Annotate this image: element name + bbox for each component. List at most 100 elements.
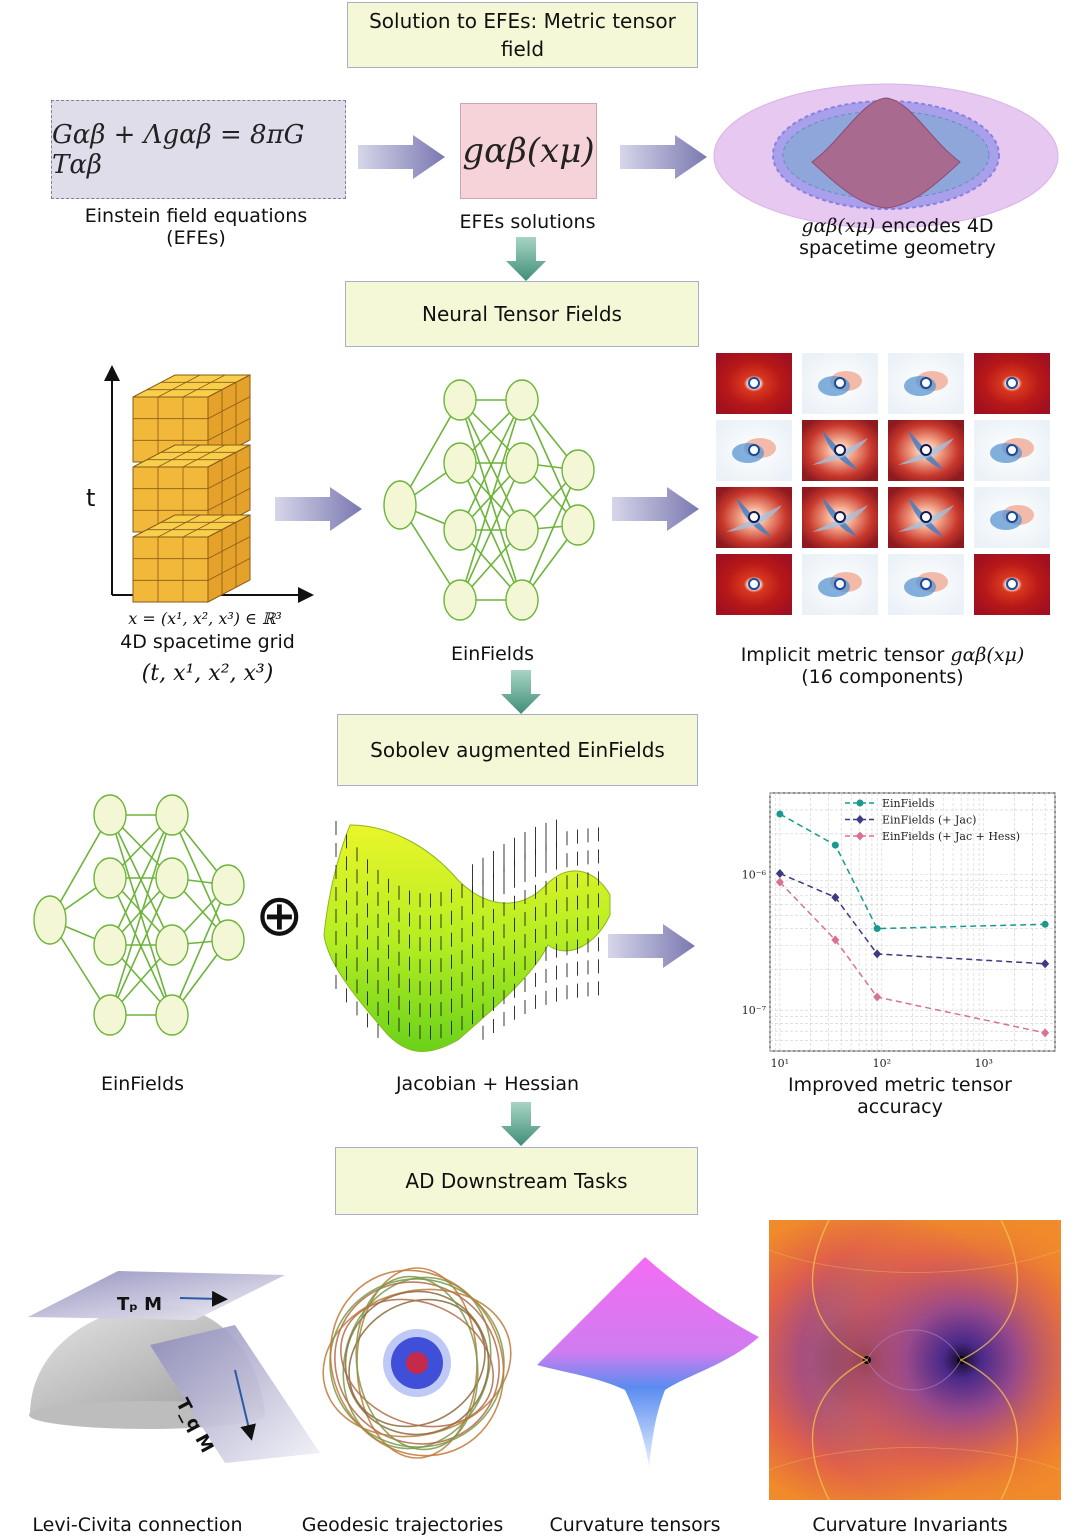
- geometry-caption-b: spacetime geometry: [799, 237, 996, 259]
- metric-lobe: [904, 376, 936, 396]
- metric-core: [920, 511, 932, 523]
- metric-core: [748, 377, 760, 389]
- legend-marker: [856, 815, 864, 824]
- geodesic-orbit: [334, 1281, 500, 1445]
- arrow-right-4: [612, 487, 699, 531]
- network-node: [443, 442, 477, 484]
- cube-gridline: [207, 536, 251, 560]
- data-point: [1041, 920, 1049, 928]
- data-point: [831, 935, 840, 945]
- invariants-caption: Curvature Invariants: [812, 1514, 1008, 1536]
- metric-core: [1006, 578, 1018, 590]
- geodesic-orbit: [348, 1298, 486, 1428]
- singularity: [406, 1352, 428, 1374]
- network-edge: [109, 814, 173, 946]
- network-node: [93, 924, 127, 966]
- arrow-down-1: [506, 237, 546, 281]
- jacobian-hessian-surface: [323, 819, 611, 1052]
- cube-gridline: [207, 487, 251, 511]
- cube-gridline: [207, 557, 251, 581]
- metric-components-grid: [716, 353, 1050, 615]
- data-point: [873, 925, 881, 933]
- x-formula: x = (x¹, x², x³) ∈ ℝ³: [128, 609, 282, 628]
- geometry-caption-math: gαβ(xμ): [801, 215, 876, 237]
- metric-core: [748, 578, 760, 590]
- header-neural: Neural Tensor Fields: [345, 281, 699, 347]
- series-line: [779, 881, 1046, 1034]
- network-edge: [459, 399, 523, 531]
- metric-core: [834, 444, 846, 456]
- x-tick-label: 10¹: [771, 1057, 789, 1070]
- curvature-tensors-image: [537, 1257, 759, 1467]
- data-point: [775, 877, 784, 887]
- einfields-network-diagram-2: [33, 794, 245, 1036]
- legend-marker: [856, 799, 864, 807]
- metric-core: [1006, 377, 1018, 389]
- geodesic-orbit: [344, 1290, 490, 1436]
- curvature-invariants-image: [768, 1219, 1062, 1501]
- metric-caption-math: gαβ(xμ): [950, 644, 1025, 666]
- network-node: [505, 509, 539, 551]
- arrow-down-3: [501, 1102, 541, 1146]
- solution-symbol: gαβ(xμ): [462, 131, 595, 171]
- network-node: [505, 579, 539, 621]
- metric-core: [920, 377, 932, 389]
- geometry-caption-a: encodes 4D: [875, 215, 994, 237]
- metric-lobe: [818, 577, 850, 597]
- header-ad-tasks: AD Downstream Tasks: [335, 1147, 698, 1215]
- network-edge: [459, 399, 523, 601]
- data-point: [873, 949, 882, 959]
- network-edge: [171, 884, 229, 1016]
- einfields-network-diagram: [383, 379, 595, 621]
- cube-gridline: [207, 396, 251, 420]
- header-sobolev: Sobolev augmented EinFields: [337, 714, 698, 786]
- arrow-right-1: [358, 135, 445, 179]
- legend-label: EinFields: [882, 797, 935, 810]
- plot-caption: Improved metric tensor accuracy: [740, 1074, 1060, 1118]
- network-node: [93, 857, 127, 899]
- cube-gridline: [157, 514, 201, 538]
- cube-gridline: [182, 444, 226, 468]
- cube-gridline: [207, 417, 251, 441]
- metric-core: [748, 511, 760, 523]
- data-point: [831, 841, 839, 849]
- einfields-caption: EinFields: [450, 643, 535, 665]
- plot-caption-line1: Improved metric tensor: [788, 1074, 1012, 1096]
- network-node: [155, 924, 189, 966]
- legend-marker: [856, 831, 864, 841]
- geodesic-trajectories-image: [322, 1267, 512, 1459]
- gradient-vectors: [335, 819, 599, 1040]
- arrow-down-2: [501, 670, 541, 714]
- metric-lobe: [818, 376, 850, 396]
- network-node: [155, 994, 189, 1036]
- cube-stack: [132, 374, 251, 603]
- series-line: [779, 872, 1046, 965]
- oplus-symbol: ⊕: [255, 881, 304, 949]
- levi-civita-caption: Levi-Civita connection: [32, 1514, 243, 1536]
- network-edge: [109, 877, 173, 1016]
- efe-equation-box: Gαβ + Λgαβ = 8πG Tαβ: [51, 100, 346, 199]
- jacobian-caption: Jacobian + Hessian: [395, 1073, 580, 1095]
- network-edge: [109, 814, 173, 1016]
- network-node: [211, 864, 245, 906]
- data-point: [1041, 1028, 1050, 1038]
- cube-gridline: [207, 466, 251, 490]
- series-line: [779, 813, 1046, 930]
- data-point: [776, 810, 784, 818]
- geodesic-orbit: [355, 1275, 479, 1451]
- x-tick-label: 10²: [873, 1057, 891, 1070]
- geodesic-orbit: [329, 1269, 505, 1457]
- metric-core: [920, 578, 932, 590]
- network-edge: [459, 462, 523, 601]
- network-edge: [521, 399, 579, 526]
- metric-lobe: [732, 443, 764, 463]
- efe-caption-line1: Einstein field equations: [84, 205, 308, 227]
- legend-label: EinFields (+ Jac + Hess): [882, 830, 1020, 843]
- data-point: [1041, 959, 1050, 969]
- network-node: [505, 442, 539, 484]
- solution-box: gαβ(xμ): [460, 103, 597, 199]
- spacetime-grid-image: [104, 365, 314, 603]
- network-node: [561, 504, 595, 546]
- network-node: [561, 449, 595, 491]
